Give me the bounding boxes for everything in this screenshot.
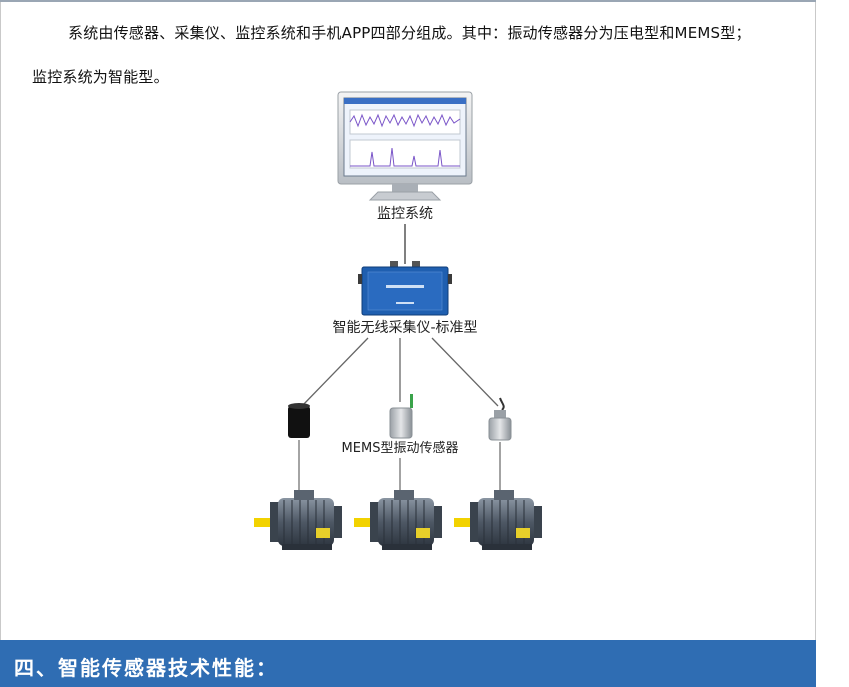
connector-line <box>301 337 369 407</box>
section-header-bar: 四、智能传感器技术性能： <box>0 640 816 687</box>
piezo-sensor-icon <box>488 397 512 441</box>
paragraph-system-composition: 系统由传感器、采集仪、监控系统和手机APP四部分组成。其中：振动传感器分为压电型… <box>68 24 751 42</box>
connector-line <box>431 337 499 407</box>
motor-icon <box>454 490 542 550</box>
collector-icon <box>358 261 452 316</box>
motor-icon <box>354 490 442 550</box>
mems-sensor-icon <box>389 394 413 439</box>
wireless-sensor-icon <box>288 403 310 438</box>
paragraph-monitoring-system: 监控系统为智能型。 <box>32 68 169 86</box>
system-architecture-diagram: 监控系统 智能无线采集仪-标准型 <box>240 88 600 558</box>
top-divider <box>0 0 816 2</box>
diagram-graphics: 监控系统 智能无线采集仪-标准型 <box>254 91 542 550</box>
monitor-icon <box>337 91 473 201</box>
sensor-label: MEMS型振动传感器 <box>342 440 459 456</box>
section-title: 四、智能传感器技术性能： <box>14 656 278 680</box>
motor-icon <box>254 490 342 550</box>
collector-label: 智能无线采集仪-标准型 <box>332 319 477 336</box>
monitor-label: 监控系统 <box>377 206 433 222</box>
document-frame <box>0 0 816 640</box>
